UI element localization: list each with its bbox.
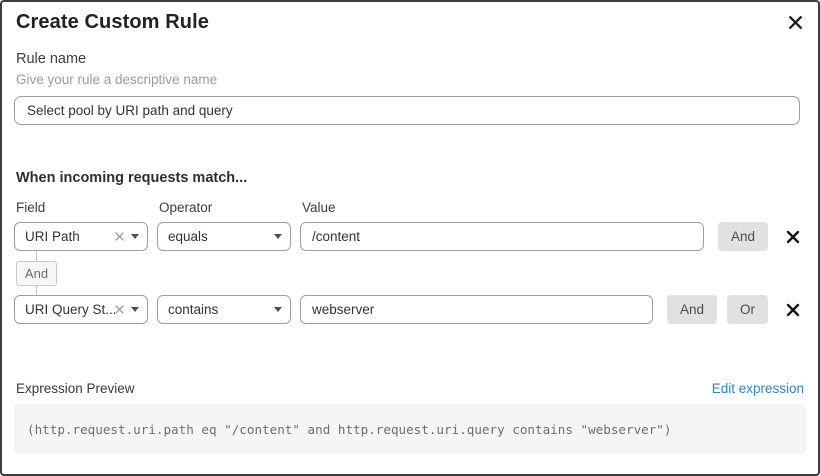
chevron-down-icon: [274, 307, 282, 312]
and-joiner-badge: And: [16, 261, 57, 286]
rule-name-helper: Give your rule a descriptive name: [16, 72, 218, 87]
rule-name-label: Rule name: [16, 51, 87, 67]
rule-name-input[interactable]: [14, 96, 800, 125]
value-column-label: Value: [302, 200, 336, 215]
clear-field-icon[interactable]: [115, 232, 124, 241]
field-select-value: URI Path: [25, 229, 80, 244]
and-button[interactable]: And: [717, 222, 768, 251]
operator-select[interactable]: contains: [157, 295, 291, 324]
condition-joiner: And: [16, 251, 57, 295]
condition-row: URI Query St... contains And Or: [14, 295, 806, 324]
matcher-heading: When incoming requests match...: [16, 170, 248, 186]
rule-name-section: Rule name Give your rule a descriptive n…: [14, 51, 806, 125]
clear-field-icon[interactable]: [115, 305, 124, 314]
or-button[interactable]: Or: [727, 295, 768, 324]
expression-preview-code: (http.request.uri.path eq "/content" and…: [14, 404, 806, 454]
matcher-column-labels: Field Operator Value: [14, 200, 806, 215]
dialog-header: Create Custom Rule: [14, 2, 806, 34]
operator-select-value: contains: [168, 302, 219, 317]
operator-select-value: equals: [168, 229, 208, 244]
expression-preview-label: Expression Preview: [16, 381, 135, 396]
field-select-value: URI Query St...: [25, 302, 115, 317]
connector-line: [36, 286, 37, 295]
page-title: Create Custom Rule: [16, 11, 209, 33]
field-column-label: Field: [16, 200, 46, 215]
chevron-down-icon: [274, 234, 282, 239]
field-select[interactable]: URI Query St...: [14, 295, 148, 324]
expression-preview-header: Expression Preview Edit expression: [14, 381, 806, 396]
remove-condition-icon[interactable]: [786, 230, 800, 244]
field-select[interactable]: URI Path: [14, 222, 148, 251]
chevron-down-icon: [131, 234, 139, 239]
close-icon[interactable]: [788, 15, 803, 30]
condition-row: URI Path equals And: [14, 222, 806, 251]
connector-line: [36, 251, 37, 261]
chevron-down-icon: [131, 307, 139, 312]
value-input[interactable]: [300, 295, 653, 324]
operator-select[interactable]: equals: [157, 222, 291, 251]
remove-condition-icon[interactable]: [786, 303, 800, 317]
and-button[interactable]: And: [666, 295, 717, 324]
value-input[interactable]: [300, 222, 704, 251]
edit-expression-link[interactable]: Edit expression: [711, 381, 804, 396]
matcher-section: When incoming requests match... Field Op…: [14, 170, 806, 324]
operator-column-label: Operator: [159, 200, 213, 215]
